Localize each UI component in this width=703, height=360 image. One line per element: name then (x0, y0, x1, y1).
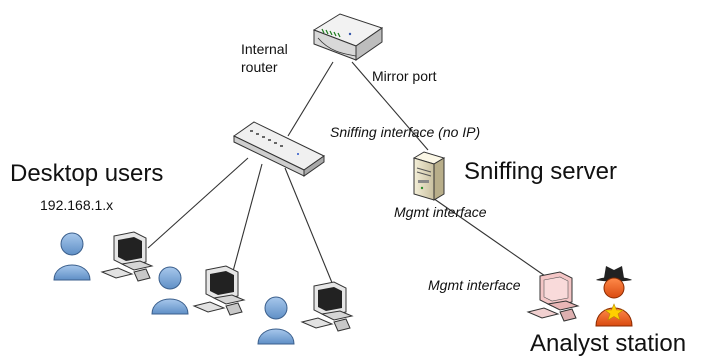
server-mgmt-interface-label: Mgmt interface (394, 204, 487, 220)
server-icon (412, 151, 446, 201)
user-icon (151, 266, 189, 315)
sniffing-interface-label: Sniffing interface (no IP) (330, 124, 481, 140)
workstation-icon (300, 281, 354, 332)
router-label: Internal router (241, 40, 288, 76)
router-label-line-2: router (241, 59, 278, 75)
user-icon (257, 296, 295, 345)
user-icon (53, 232, 91, 281)
desktop-subnet-label: 192.168.1.x (40, 197, 114, 213)
link-switch-workstation-3 (284, 167, 336, 291)
link-router-server (351, 61, 429, 151)
link-router-switch (287, 61, 334, 137)
connection-lines (147, 61, 559, 291)
router-icon (312, 13, 384, 61)
analyst-station-label: Analyst station (530, 330, 687, 357)
router-label-line-1: Internal (241, 41, 288, 57)
workstation-icon (526, 271, 580, 322)
link-switch-workstation-2 (231, 163, 263, 276)
sniffing-server-label: Sniffing server (464, 158, 617, 185)
link-switch-workstation-1 (147, 157, 249, 249)
analyst-user-icon (595, 266, 633, 327)
workstation-icon (100, 231, 154, 282)
switch-icon (233, 121, 325, 177)
desktop-users-label: Desktop users (10, 160, 164, 187)
station-mgmt-interface-label: Mgmt interface (428, 277, 521, 293)
link-server-analyst (429, 195, 559, 286)
workstation-icon (192, 265, 246, 316)
mirror-port-label: Mirror port (372, 68, 437, 84)
